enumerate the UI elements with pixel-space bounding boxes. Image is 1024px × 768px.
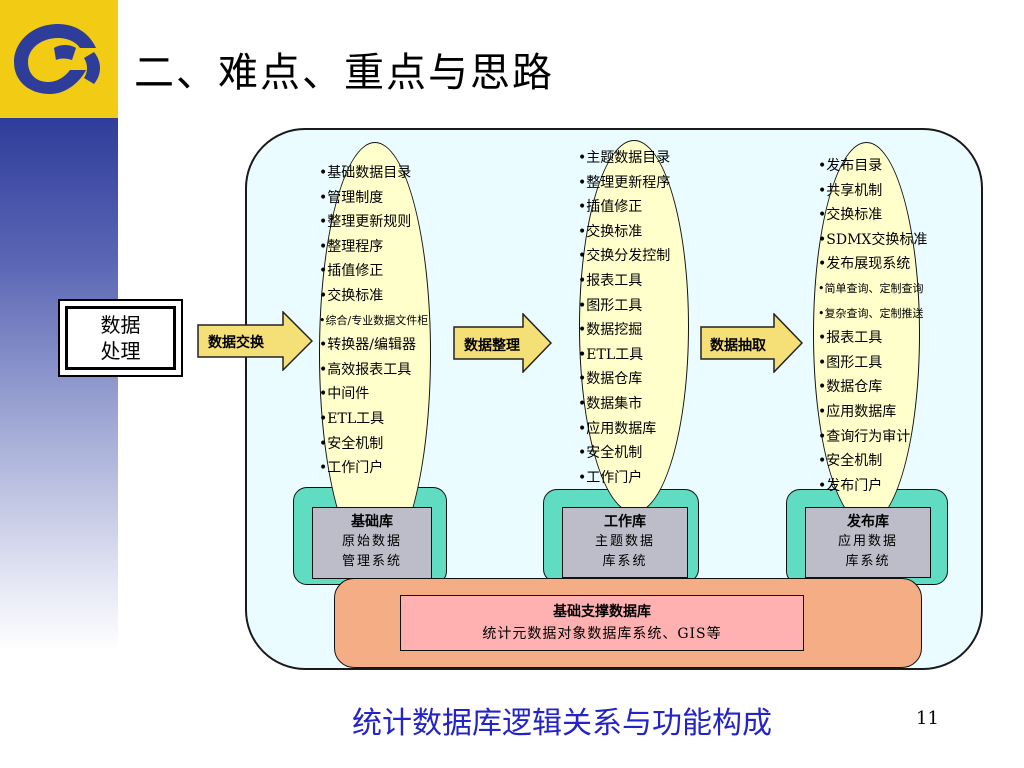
bullet-item: SDMX交换标准 — [818, 228, 927, 253]
bullet-item: 报表工具 — [818, 326, 927, 351]
bullet-item: 应用数据库 — [578, 417, 670, 442]
slide-title: 二、难点、重点与思路 — [134, 50, 554, 96]
support-db-title: 基础支撑数据库 — [553, 604, 651, 620]
bullet-item: 数据仓库 — [818, 375, 927, 400]
bullet-item: 工作门户 — [319, 456, 428, 481]
data-processing-box: 数据处理 — [58, 299, 183, 377]
bullet-item: 中间件 — [319, 382, 428, 407]
db-line-publish-2: 库系统 — [845, 554, 891, 569]
bullet-item: 数据集市 — [578, 392, 670, 417]
arrow-data-extract — [700, 313, 803, 373]
bullet-item: 安全机制 — [578, 441, 670, 466]
logo-background — [0, 0, 118, 118]
db-title-base: 基础库 — [351, 514, 393, 530]
bullet-item: 综合/专业数据文件柜 — [319, 309, 429, 334]
data-processing-label: 数据处理 — [100, 313, 141, 363]
bullet-item: 查询行为审计 — [818, 425, 927, 450]
bullet-item: 整理更新规则 — [319, 210, 428, 235]
bullet-item: 主题数据目录 — [578, 146, 670, 171]
bullet-item: ETL工具 — [578, 343, 670, 368]
support-db-subtitle: 统计元数据对象数据库系统、GIS等 — [482, 626, 722, 642]
bullet-item: 报表工具 — [578, 269, 670, 294]
bullet-item: 复杂查询、定制推送 — [818, 302, 927, 327]
bullet-item: ETL工具 — [319, 407, 428, 432]
bullet-item: 工作门户 — [578, 466, 670, 491]
bullet-list-column-2: 主题数据目录整理更新程序插值修正交换标准交换分发控制报表工具图形工具数据挖掘ET… — [578, 146, 670, 490]
bullet-item: 高效报表工具 — [319, 358, 428, 383]
bullet-item: 整理更新程序 — [578, 171, 670, 196]
bullet-item: 数据仓库 — [578, 367, 670, 392]
db-box-base: 基础库 原始数据 管理系统 — [312, 507, 432, 579]
bullet-item: 共享机制 — [818, 179, 927, 204]
logo-icon — [14, 24, 100, 94]
bullet-list-column-3: 发布目录共享机制交换标准SDMX交换标准发布展现系统简单查询、定制查询复杂查询、… — [818, 154, 928, 499]
bullet-item: 整理程序 — [319, 235, 428, 260]
bullet-item: 图形工具 — [818, 351, 927, 376]
bullet-item: 交换标准 — [578, 220, 670, 245]
bullet-item: 发布目录 — [818, 154, 927, 179]
db-line-base-1: 原始数据 — [341, 534, 402, 549]
bullet-item: 管理制度 — [319, 186, 428, 211]
support-db-box: 基础支撑数据库 统计元数据对象数据库系统、GIS等 — [400, 595, 804, 651]
arrow-data-organize — [453, 313, 552, 373]
bullet-item: 发布展现系统 — [818, 252, 927, 277]
figure-caption: 统计数据库逻辑关系与功能构成 — [352, 706, 772, 741]
db-box-publish: 发布库 应用数据 库系统 — [805, 507, 931, 578]
bullet-list-column-1: 基础数据目录管理制度整理更新规则整理程序插值修正交换标准综合/专业数据文件柜转换… — [319, 161, 429, 481]
bullet-item: 转换器/编辑器 — [319, 333, 428, 358]
arrow-label-data-extract: 数据抽取 — [710, 338, 766, 354]
bullet-item: 交换分发控制 — [578, 244, 670, 269]
bullet-item: 交换标准 — [319, 284, 428, 309]
db-box-work: 工作库 主题数据 库系统 — [562, 507, 688, 578]
bullet-item: 基础数据目录 — [319, 161, 428, 186]
data-processing-inner: 数据处理 — [65, 306, 176, 370]
arrow-label-data-exchange: 数据交换 — [208, 335, 264, 351]
side-bar — [0, 118, 118, 768]
bullet-item: 插值修正 — [578, 195, 670, 220]
bullet-item: 插值修正 — [319, 259, 428, 284]
bullet-item: 数据挖掘 — [578, 318, 670, 343]
db-line-work-2: 库系统 — [602, 554, 648, 569]
bullet-item: 应用数据库 — [818, 400, 927, 425]
bullet-item: 安全机制 — [818, 449, 927, 474]
db-line-publish-1: 应用数据 — [837, 534, 898, 549]
db-line-base-2: 管理系统 — [341, 554, 402, 569]
bullet-item: 图形工具 — [578, 294, 670, 319]
bullet-item: 安全机制 — [319, 432, 428, 457]
bullet-item: 发布门户 — [818, 474, 927, 499]
page-number: 11 — [916, 708, 939, 729]
db-title-publish: 发布库 — [847, 514, 889, 530]
bullet-item: 交换标准 — [818, 203, 927, 228]
db-title-work: 工作库 — [604, 514, 646, 530]
arrow-data-exchange — [197, 311, 313, 371]
arrow-label-data-organize: 数据整理 — [464, 338, 520, 354]
bullet-item: 简单查询、定制查询 — [818, 277, 927, 302]
db-line-work-1: 主题数据 — [594, 534, 655, 549]
